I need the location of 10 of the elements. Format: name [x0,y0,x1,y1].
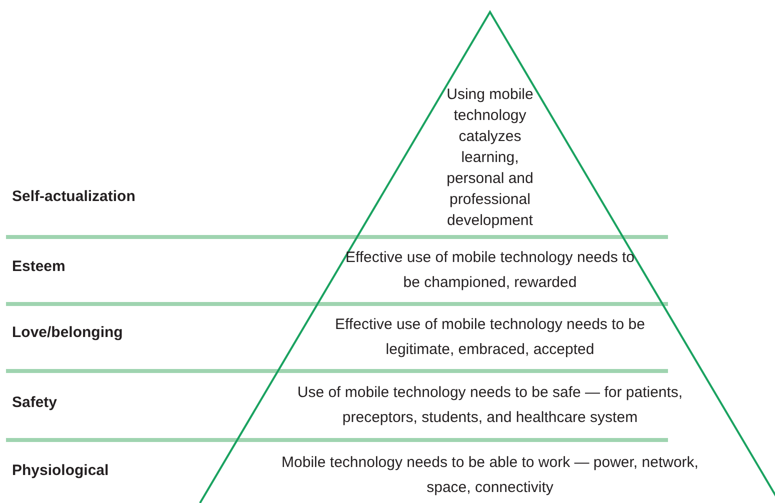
tier-description: Using mobile technology catalyzes learning, personal and professional development [431,84,549,231]
tier-description: Effective use of mobile technology needs to be legitimate, embraced, accepted [320,312,660,362]
level-label: Safety [12,393,58,413]
level-label: Love/belonging [12,323,123,343]
level-label: Self-actualization [12,187,136,207]
level-label: Physiological [12,461,109,481]
tier-description: Mobile technology needs to be able to work — power, network, space, connectivity [270,450,710,500]
tier-description: Effective use of mobile technology needs to be championed, rewarded [345,245,635,295]
tier-description: Use of mobile technology needs to be safe — for patients, preceptors, students, and healthcare system [280,380,700,430]
level-label: Esteem [12,257,66,277]
